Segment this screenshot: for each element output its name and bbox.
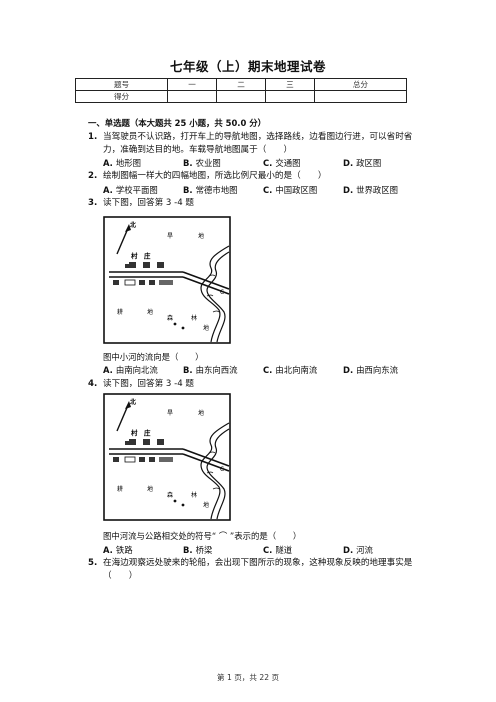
option[interactable]: B.由东向西流 <box>183 365 238 375</box>
option[interactable]: D.政区图 <box>343 158 382 168</box>
north-label: 北 <box>130 398 136 406</box>
option[interactable]: A.学校平面图 <box>103 185 158 195</box>
option[interactable]: A.铁路 <box>103 545 133 555</box>
score-table: 题号 一 二 三 总分 得分 <box>74 78 408 103</box>
village-label: 村 庄 <box>131 428 151 437</box>
score-table-header: 一 <box>167 78 218 91</box>
map-label: 耕 <box>117 308 123 316</box>
map-label: 旱 <box>167 410 173 417</box>
map-figure-2: 北 旱 地 村 庄 C 耕 地 森 林 地 <box>103 393 231 521</box>
question-text: 当驾驶员不认识路，打开车上的导航地图，选择路线，边看图边行进，可以省时省 力，准… <box>103 132 413 155</box>
score-row-label: 得分 <box>74 90 169 103</box>
question-text: 在海边观察远处驶来的轮船，会出现下图所示的现象，这种现象反映的地理事实是 （ ） <box>103 558 413 581</box>
option[interactable]: C.中国政区图 <box>263 185 318 195</box>
score-table-header: 三 <box>264 78 315 91</box>
question-sub-text: 图中小河的流向是（ ） <box>103 352 204 362</box>
map-label: 地 <box>203 501 209 509</box>
option[interactable]: D.由西向东流 <box>343 365 399 375</box>
question-text: 读下图，回答第 3 -4 题 <box>103 379 194 389</box>
score-table-header-row: 题号 一 二 三 总分 <box>74 78 408 91</box>
question-number: 4. <box>88 379 98 389</box>
section-heading: 一、单选题（本大题共 25 小题，共 50.0 分） <box>88 118 266 128</box>
option[interactable]: C.隧道 <box>263 545 293 555</box>
question-number: 5. <box>88 558 98 568</box>
map-label: 地 <box>203 324 209 332</box>
score-table-header: 总分 <box>313 78 408 91</box>
score-table-row: 得分 <box>74 90 408 103</box>
score-cell <box>264 90 315 103</box>
question-options: A.由南向北流 B.由东向西流 C.由北向南流 D.由西向东流 <box>103 364 423 376</box>
score-table-header: 题号 <box>74 78 169 91</box>
question-number: 2. <box>88 171 98 181</box>
question-number: 3. <box>88 198 98 208</box>
question-number: 1. <box>88 132 98 142</box>
point-c-label: C <box>220 289 224 296</box>
map-label: 地 <box>147 485 153 493</box>
page-footer: 第 1 页，共 22 页 <box>216 673 280 682</box>
map-label: 地 <box>198 409 204 417</box>
score-cell <box>167 90 218 103</box>
village-label: 村 庄 <box>131 251 151 260</box>
page-title: 七年级（上）期末地理试卷 <box>169 59 326 74</box>
option[interactable]: D.世界政区图 <box>343 185 399 195</box>
point-c-label: C <box>220 466 224 473</box>
question-text: 绘制图幅一样大的四幅地图，所选比例尺最小的是（ ） <box>103 171 327 181</box>
map-label: 旱 <box>167 233 173 240</box>
north-label: 北 <box>130 221 136 229</box>
map-label: 林 <box>191 491 197 499</box>
question-options: A.学校平面图 B.常德市地图 C.中国政区图 D.世界政区图 <box>103 184 423 196</box>
option[interactable]: A.由南向北流 <box>103 365 158 375</box>
option[interactable]: C.交通图 <box>263 158 301 168</box>
option[interactable]: B.桥梁 <box>183 545 213 555</box>
map-label: 地 <box>147 308 153 316</box>
option[interactable]: B.常德市地图 <box>183 185 238 195</box>
map-figure-1: 北 旱 地 村 庄 C 耕 地 森 林 地 <box>103 216 231 344</box>
map-label: 耕 <box>117 485 123 493</box>
map-label: 地 <box>198 232 204 240</box>
option[interactable]: D.河流 <box>343 545 373 555</box>
map-label: 林 <box>191 314 197 322</box>
score-cell <box>216 90 266 103</box>
option[interactable]: C.由北向南流 <box>263 365 318 375</box>
question-options: A.铁路 B.桥梁 C.隧道 D.河流 <box>103 544 423 556</box>
map-label: 森 <box>167 314 173 322</box>
score-cell <box>313 90 408 103</box>
option[interactable]: B.农业图 <box>183 158 221 168</box>
map-label: 森 <box>167 491 173 499</box>
option[interactable]: A.地形图 <box>103 158 141 168</box>
question-options: A.地形图 B.农业图 C.交通图 D.政区图 <box>103 157 423 169</box>
question-sub-text: 图中河流与公路相交处的符号“ ⌒ ”表示的是（ ） <box>103 531 302 541</box>
score-table-header: 二 <box>216 78 266 91</box>
question-text: 读下图，回答第 3 -4 题 <box>103 198 194 208</box>
